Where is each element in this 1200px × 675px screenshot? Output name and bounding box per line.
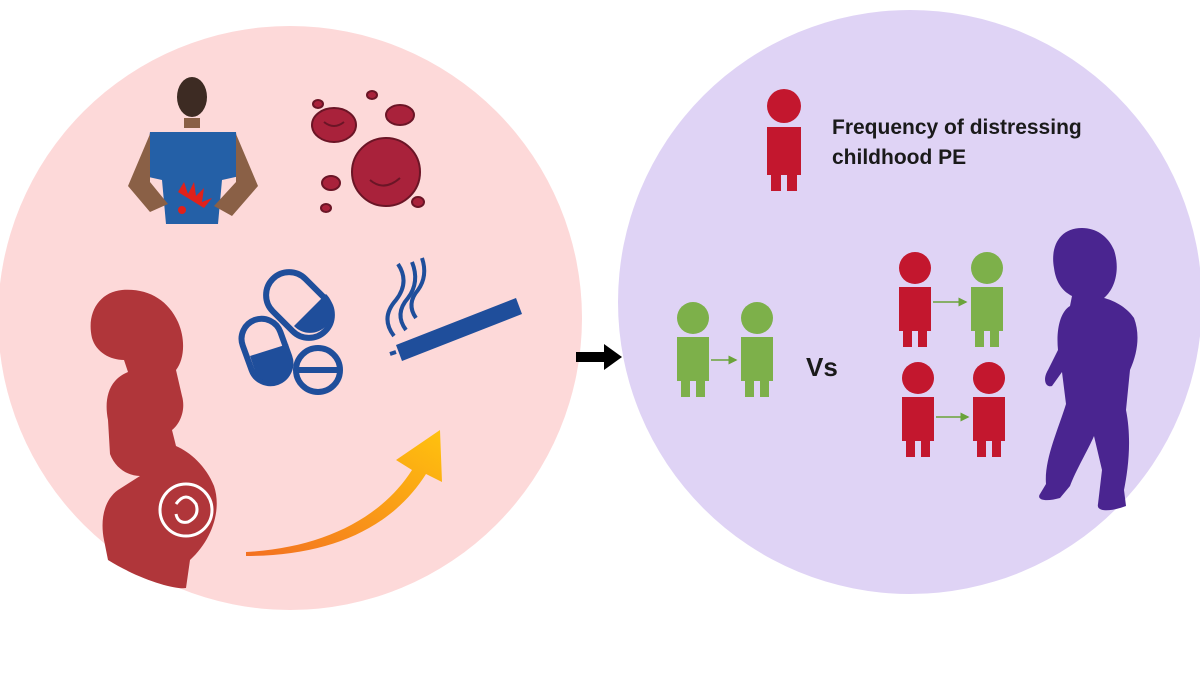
green-persons-pair	[677, 302, 773, 397]
exposure-to-outcome-arrow	[576, 344, 622, 370]
legend-person-icon	[767, 89, 801, 191]
legend-label: Frequency of distressing childhood PE	[832, 116, 1082, 169]
cigarette-icon	[385, 257, 522, 361]
curved-arrow-icon	[246, 430, 442, 556]
red-to-red-persons-pair	[902, 362, 1005, 457]
blood-cells-icon	[311, 90, 425, 213]
red-to-green-persons-pair	[899, 252, 1003, 347]
versus-label: Vs	[806, 352, 838, 382]
pills-icon	[238, 269, 343, 395]
abdominal-pain-woman-icon	[128, 77, 258, 224]
pregnant-woman-icon	[90, 289, 217, 589]
toddler-silhouette-icon	[1039, 228, 1138, 511]
